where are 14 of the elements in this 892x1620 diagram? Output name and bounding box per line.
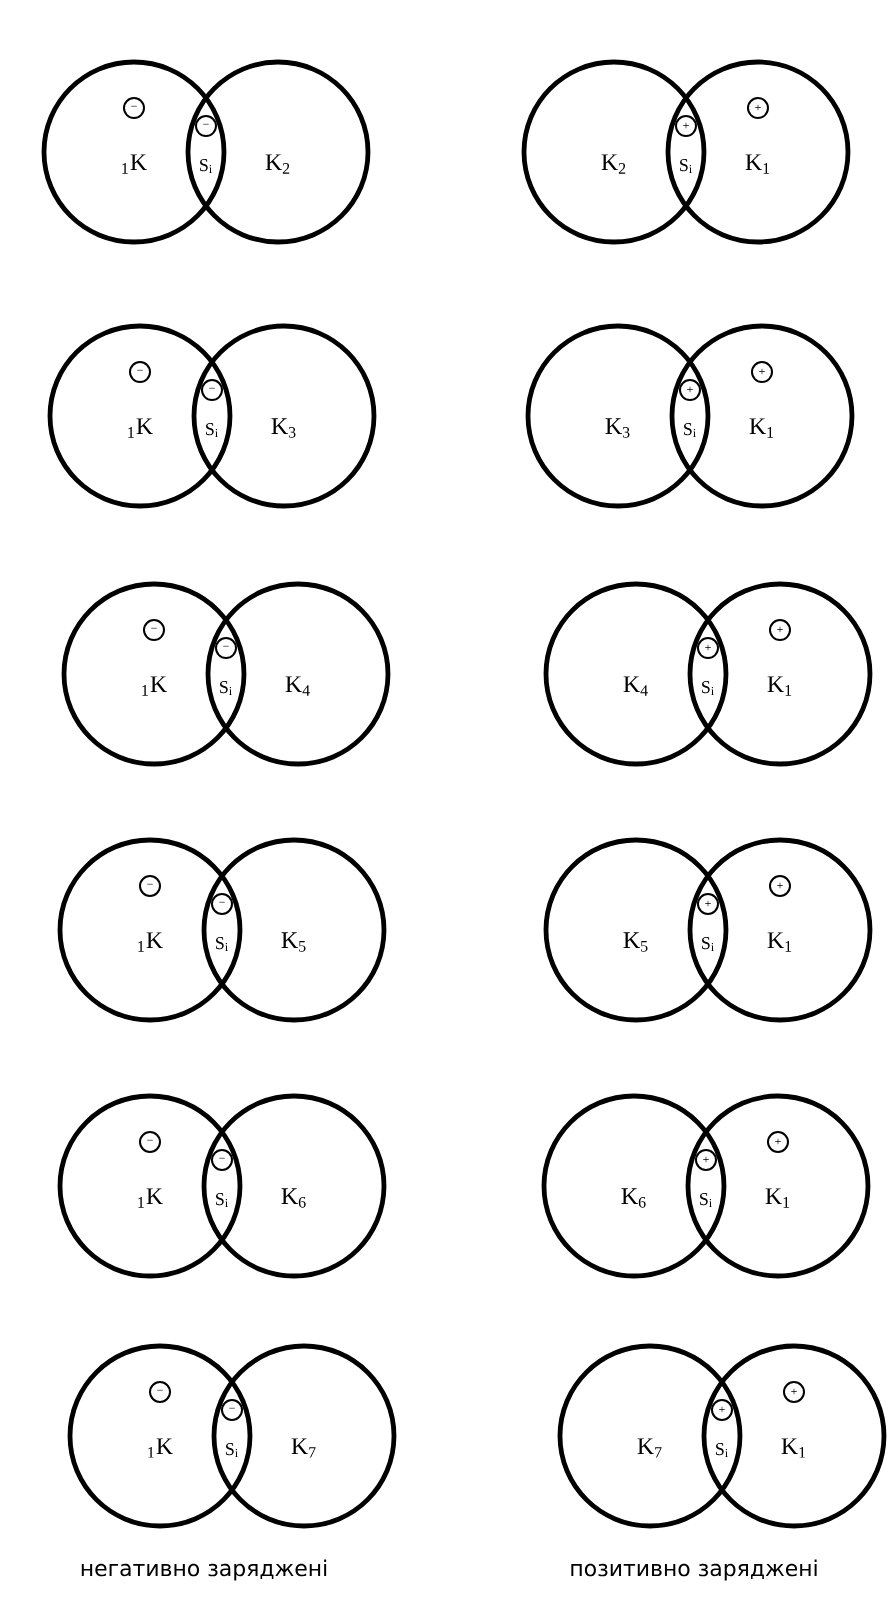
- intersection-label: S$_{i}$: [226, 1443, 238, 1457]
- intersection-label: S$_{i}$: [216, 1193, 228, 1207]
- intersection-label: S$_{i}$: [220, 681, 232, 695]
- intersection-label: S$_{i}$: [206, 423, 218, 437]
- intersection-label: S$_{i}$: [216, 937, 228, 951]
- intersection-label: S$_{i}$: [716, 1443, 728, 1457]
- intersection-label: S$_{i}$: [700, 1193, 712, 1207]
- intersection-label: S$_{i}$: [702, 937, 714, 951]
- column-caption: позитивно заряджені: [571, 1559, 817, 1581]
- intersection-label: S$_{i}$: [200, 159, 212, 173]
- intersection-label: S$_{i}$: [680, 159, 692, 173]
- intersection-label: S$_{i}$: [702, 681, 714, 695]
- intersection-label: S$_{i}$: [684, 423, 696, 437]
- column-caption: негативно заряджені: [81, 1559, 327, 1581]
